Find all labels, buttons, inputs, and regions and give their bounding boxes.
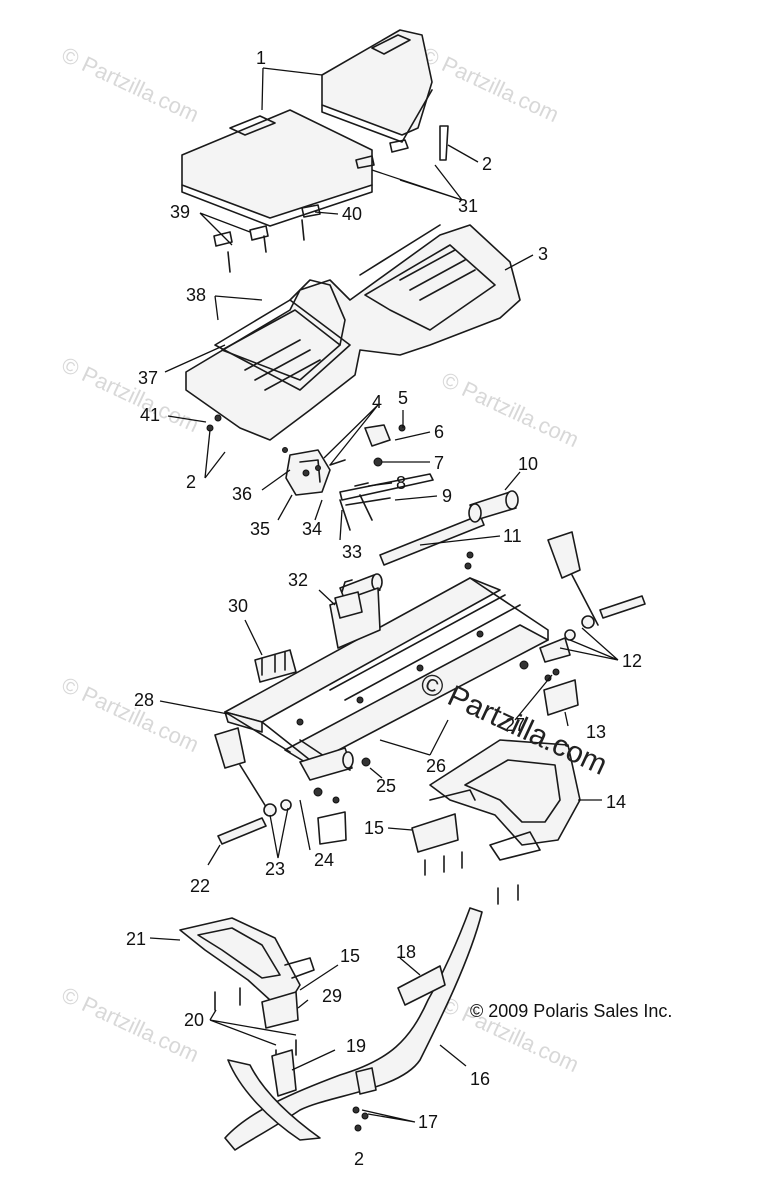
callout-32: 32: [288, 570, 308, 590]
callout-36: 36: [232, 484, 252, 504]
callout-4: 4: [372, 392, 382, 412]
seat-latch-brackets: [213, 125, 449, 273]
watermark: © Partzilla.com: [58, 42, 203, 127]
callout-labels: 1 2 31 39 40 3 38 37 41 4 5 6 7 8 9 10 2…: [126, 48, 642, 1169]
seat-cushion-right: [321, 29, 433, 143]
callout-2: 2: [354, 1149, 364, 1169]
callout-12: 12: [622, 651, 642, 671]
callout-34: 34: [302, 519, 322, 539]
copyright-text: © 2009 Polaris Sales Inc.: [470, 1001, 672, 1021]
mount-bracket-15: [317, 811, 519, 905]
grab-handle-front: [179, 917, 315, 1067]
callout-10: 10: [518, 454, 538, 474]
callout-2: 2: [186, 472, 196, 492]
callout-5: 5: [398, 388, 408, 408]
callout-38: 38: [186, 285, 206, 305]
callout-27: 27: [505, 715, 525, 735]
callout-21: 21: [126, 929, 146, 949]
callout-37: 37: [138, 368, 158, 388]
callout-13: 13: [586, 722, 606, 742]
callout-3: 3: [538, 244, 548, 264]
callout-15: 15: [364, 818, 384, 838]
callout-8: 8: [396, 473, 406, 493]
callout-6: 6: [434, 422, 444, 442]
callout-40: 40: [342, 204, 362, 224]
seat-base-tub: [185, 224, 521, 441]
callout-11: 11: [503, 526, 522, 546]
callout-23: 23: [265, 859, 285, 879]
callout-35: 35: [250, 519, 270, 539]
callout-9: 9: [442, 486, 452, 506]
callout-16: 16: [470, 1069, 490, 1089]
callout-39: 39: [170, 202, 190, 222]
callout-20: 20: [184, 1010, 204, 1030]
callout-22: 22: [190, 876, 210, 896]
callout-25: 25: [376, 776, 396, 796]
callout-18: 18: [396, 942, 416, 962]
callout-19: 19: [346, 1036, 366, 1056]
callout-24: 24: [314, 850, 334, 870]
callout-2: 2: [482, 154, 492, 174]
callout-15: 15: [340, 946, 360, 966]
callout-30: 30: [228, 596, 248, 616]
callout-31: 31: [458, 196, 478, 216]
callout-1: 1: [256, 48, 266, 68]
seat-cushion-left: [181, 109, 373, 227]
callout-17: 17: [418, 1112, 438, 1132]
callout-29: 29: [322, 986, 342, 1006]
watermark: © Partzilla.com: [418, 42, 563, 127]
watermark: © Partzilla.com: [58, 672, 203, 757]
callout-41: 41: [140, 405, 160, 425]
strap-keepers: [271, 965, 446, 1132]
bracket-13: [543, 679, 579, 716]
frame-latch: [254, 579, 363, 683]
watermark: © Partzilla.com: [58, 982, 203, 1067]
strap: [224, 907, 483, 1151]
callout-14: 14: [606, 792, 626, 812]
callout-33: 33: [342, 542, 362, 562]
callout-7: 7: [434, 453, 444, 473]
watermark: © Partzilla.com: [438, 367, 583, 452]
grab-handle-rear: [429, 739, 581, 861]
leader-lines: [149, 67, 619, 1123]
callout-28: 28: [134, 690, 154, 710]
latch-mechanism: [206, 414, 434, 531]
callout-26: 26: [426, 756, 446, 776]
left-pivot-hardware: [214, 727, 371, 845]
right-pivot-hardware: [519, 531, 646, 682]
